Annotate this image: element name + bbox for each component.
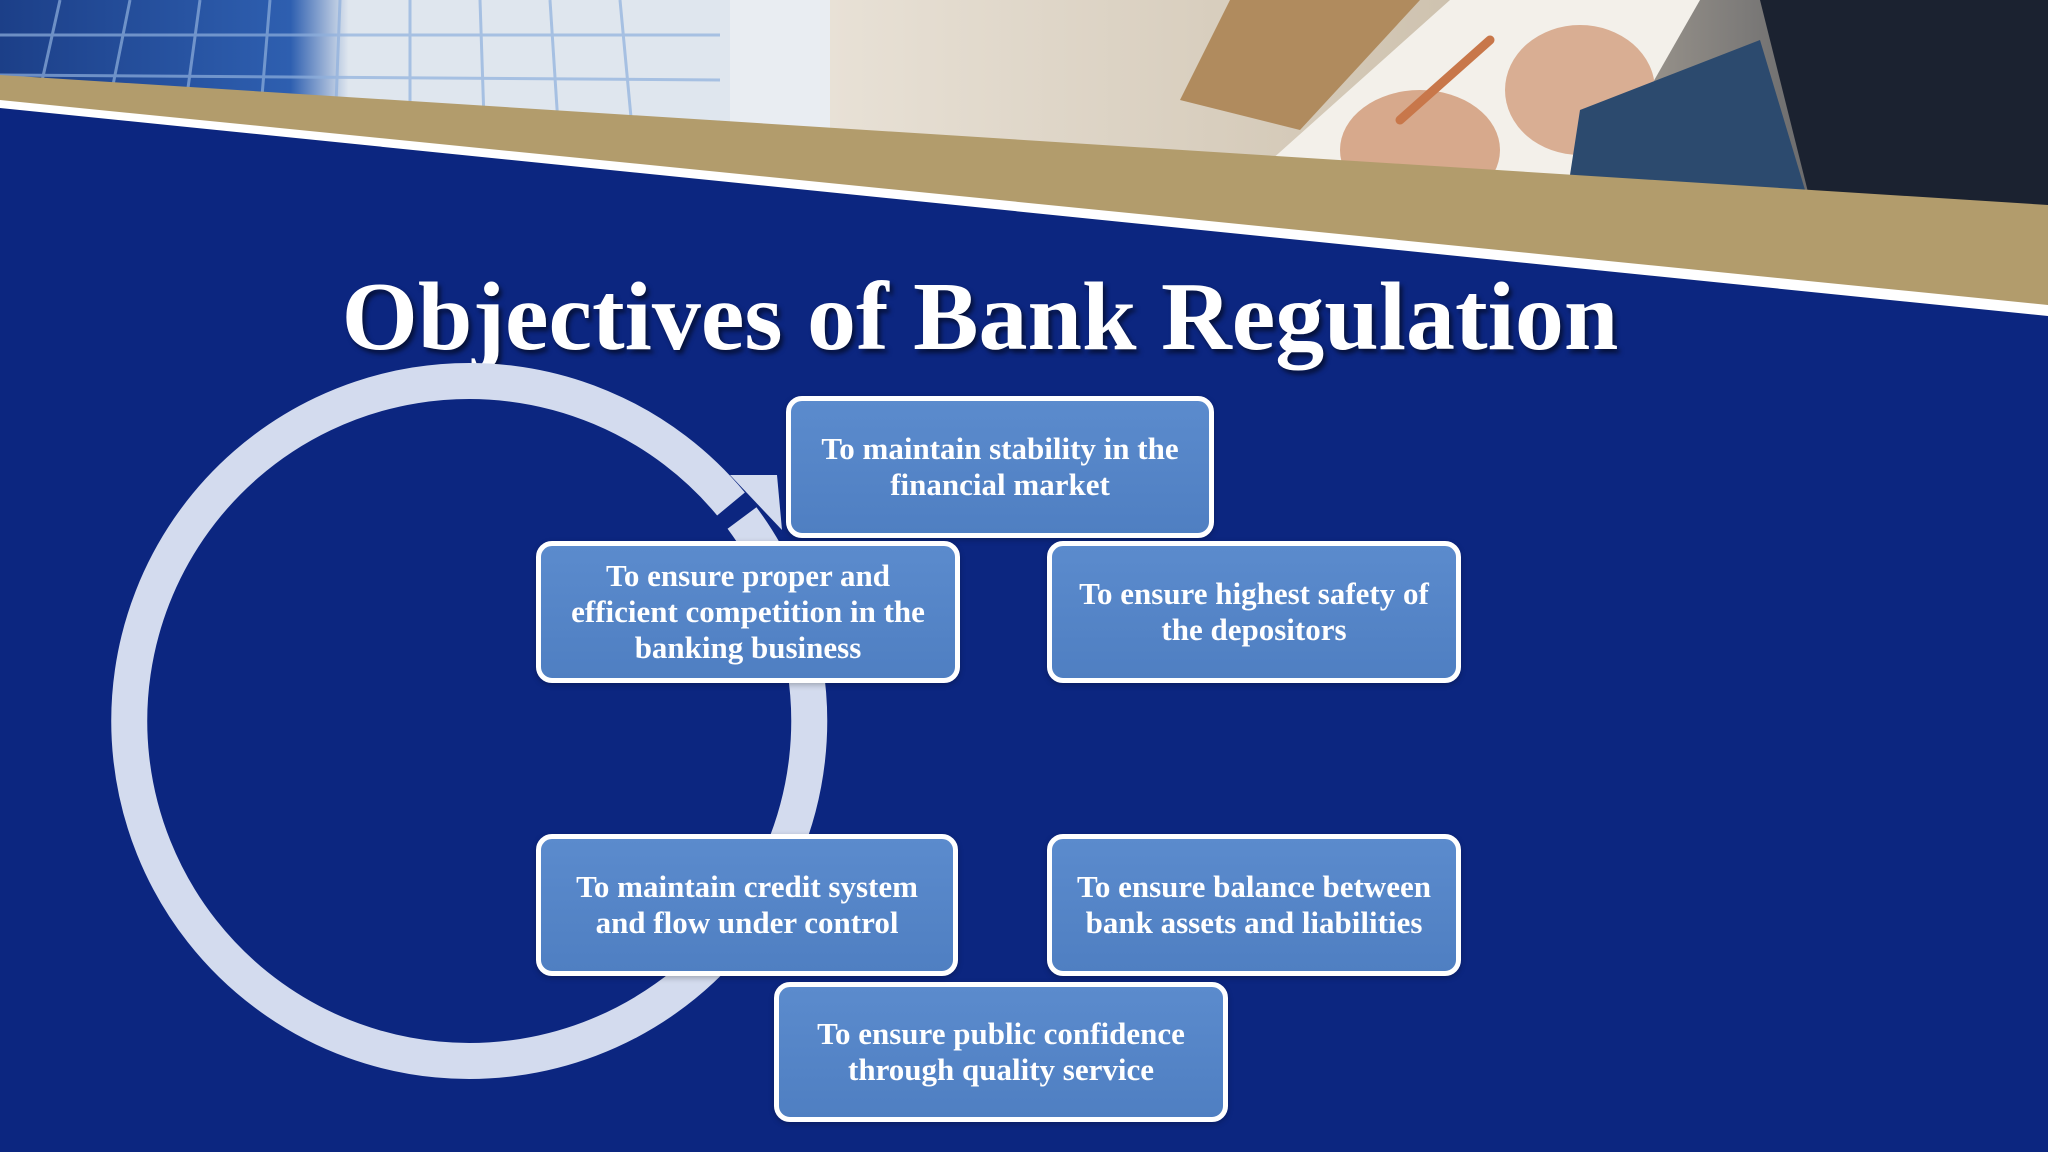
desk-photo — [830, 0, 2048, 260]
header-photo-banner — [0, 0, 2048, 340]
cycle-node-competition: To ensure proper and efficient competiti… — [536, 541, 960, 683]
slide-title: Objectives of Bank Regulation — [341, 263, 1619, 371]
cycle-node-public-confidence: To ensure public confidence through qual… — [774, 982, 1228, 1122]
navy-background-wedge — [0, 108, 2048, 340]
cycle-node-depositor-safety: To ensure highest safety of the deposito… — [1047, 541, 1461, 683]
cycle-arrowhead — [730, 475, 782, 530]
cycle-node-credit-control: To maintain credit system and flow under… — [536, 834, 958, 976]
cycle-node-asset-liability-balance: To ensure balance between bank assets an… — [1047, 834, 1461, 976]
cycle-node-stability: To maintain stability in the financial m… — [786, 396, 1214, 538]
white-stripe — [0, 100, 2048, 318]
